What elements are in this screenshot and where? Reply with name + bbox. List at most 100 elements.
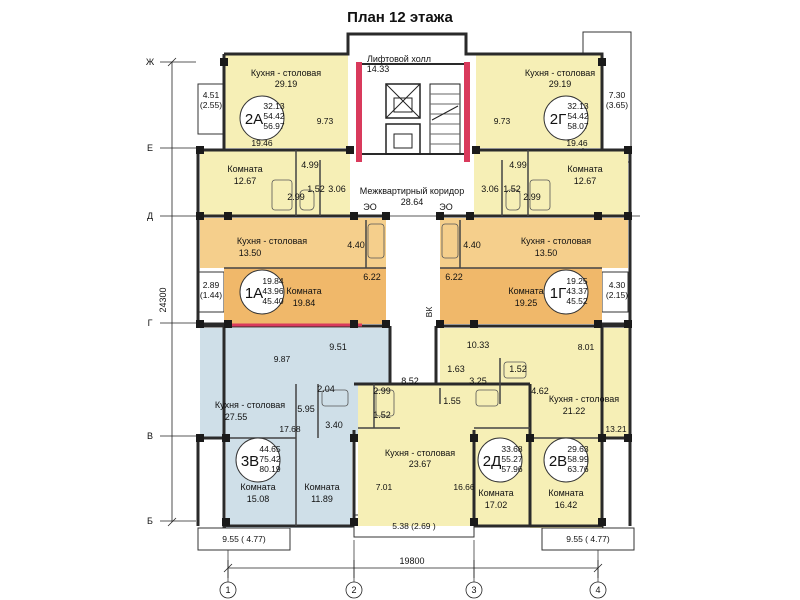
unit-label: 2Г <box>550 111 566 128</box>
room-fill <box>474 150 628 216</box>
apartment-3v: Кухня - столовая 27.55 Комната 15.08 Ком… <box>215 342 347 504</box>
unit-badge <box>543 269 589 315</box>
room-area: 12.67 <box>574 176 597 186</box>
unit-badge <box>235 437 281 483</box>
bath-area: 4.40 <box>347 240 365 250</box>
shaft-left-label: ЭО <box>363 202 376 212</box>
axis-col-2: 2 <box>351 585 356 595</box>
axis-row-zh: Ж <box>146 57 155 67</box>
living-area: 19.25 <box>566 276 588 286</box>
room-name: Комната <box>240 482 275 492</box>
loggia-area: 8.01 <box>578 342 595 352</box>
unit-label: 3В <box>241 453 259 470</box>
unit-label: 1А <box>245 285 263 302</box>
corridor-area: 5.95 <box>297 404 315 414</box>
balcony-1a-reduced: (1.44) <box>200 290 222 300</box>
storage-area: 3.25 <box>469 376 487 386</box>
balcony-3v-area: 9.55 ( 4.77) <box>222 534 266 544</box>
hall-area: 4.99 <box>509 160 527 170</box>
room-name: Комната <box>548 488 583 498</box>
total-with-balcony: 45.40 <box>262 296 284 306</box>
room-fill <box>440 218 628 268</box>
room-name: Комната <box>478 488 513 498</box>
total-area: 54.42 <box>567 111 589 121</box>
room-name: Комната <box>567 164 602 174</box>
balcony-2a-area: 4.51 <box>203 90 220 100</box>
room-fill <box>200 218 386 268</box>
columns <box>196 58 632 526</box>
unit-label: 2В <box>549 453 567 470</box>
total-area: 55.27 <box>501 454 523 464</box>
total-area: 75.42 <box>259 454 281 464</box>
room-name: Комната <box>227 164 262 174</box>
balcony-2a-reduced: (2.55) <box>200 100 222 110</box>
apartment-2v: Кухня - столовая 21.22 Комната 16.42 2В … <box>447 340 627 510</box>
living-area: 33.68 <box>501 444 523 454</box>
apartment-1g: Кухня - столовая 13.50 Комната 19.25 1Г … <box>445 236 591 315</box>
axis-row-b: Б <box>147 516 153 526</box>
shaft-right-label: ЭО <box>439 202 452 212</box>
unit-badge <box>239 269 285 315</box>
room-name: Кухня - столовая <box>215 400 285 410</box>
storage-area: 1.55 <box>443 396 461 406</box>
room-area: 23.67 <box>409 459 432 469</box>
hall-area: 6.22 <box>445 272 463 282</box>
plan-title: План 12 этажа <box>347 9 453 26</box>
bath-area: 4.40 <box>463 240 481 250</box>
aux-area: 16.66 <box>453 482 475 492</box>
apartment-fills <box>200 54 630 528</box>
bath-area: 1.52 <box>509 364 527 374</box>
hall-area: 10.33 <box>467 340 490 350</box>
total-with-balcony: 57.96 <box>501 464 523 474</box>
unit-badge <box>543 95 589 141</box>
wc-area: 2.99 <box>523 192 541 202</box>
axis-col-4: 4 <box>595 585 600 595</box>
vk-label: ВК <box>424 307 434 318</box>
lift-core <box>356 62 470 162</box>
bath-area: 3.40 <box>325 420 343 430</box>
height-dimension: 24300 <box>158 287 168 312</box>
room-name: Кухня - столовая <box>521 236 591 246</box>
total-area: 54.42 <box>263 111 285 121</box>
axis-row-d: Д <box>147 211 153 221</box>
width-dimension: 19800 <box>399 556 424 566</box>
room-area: 13.50 <box>535 248 558 258</box>
wc-area: 2.99 <box>287 192 305 202</box>
lift-wall-red <box>356 62 362 162</box>
total-with-balcony: 80.19 <box>259 464 281 474</box>
room-area: 12.67 <box>234 176 257 186</box>
room-name: Кухня - столовая <box>525 68 595 78</box>
room-area: 27.55 <box>225 412 248 422</box>
living-area: 44.65 <box>259 444 281 454</box>
room-name: Комната <box>304 482 339 492</box>
total-with-balcony: 63.76 <box>567 464 589 474</box>
aux-area: 17.68 <box>279 424 301 434</box>
room-area: 13.50 <box>239 248 262 258</box>
wc-area: 1.63 <box>447 364 465 374</box>
unit-badge <box>477 437 523 483</box>
living-area: 29.63 <box>567 444 589 454</box>
room-name: Кухня - столовая <box>251 68 321 78</box>
room-area: 21.22 <box>563 406 586 416</box>
lift-hall-label: Лифтовой холл <box>367 54 431 64</box>
living-area: 32.13 <box>263 101 285 111</box>
axis-row-markers: Ж Е Д Г В Б <box>146 57 155 526</box>
apartment-2a: Кухня - столовая 29.19 Комната 12.67 2А … <box>227 68 345 202</box>
balcony-2v-area: 9.55 ( 4.77) <box>566 534 610 544</box>
total-with-balcony: 56.97 <box>263 121 285 131</box>
corridor-area: 4.62 <box>531 386 549 396</box>
aux-area: 13.21 <box>605 424 627 434</box>
living-area: 19.84 <box>262 276 284 286</box>
axis-row-g: Г <box>148 318 153 328</box>
room-area: 19.84 <box>293 298 316 308</box>
total-with-balcony: 45.52 <box>566 296 588 306</box>
loggia-area: 9.73 <box>317 116 334 126</box>
hall-area: 8.52 <box>401 376 419 386</box>
loggia-area: 7.01 <box>376 482 393 492</box>
wc-area: 2.99 <box>373 386 391 396</box>
corridor-label: Межквартирный коридор <box>360 186 464 196</box>
corridor-area: 28.64 <box>401 197 424 207</box>
room-name: Комната <box>286 286 321 296</box>
aux-area: 19.46 <box>251 138 273 148</box>
balcony-2g-reduced: (3.65) <box>606 100 628 110</box>
